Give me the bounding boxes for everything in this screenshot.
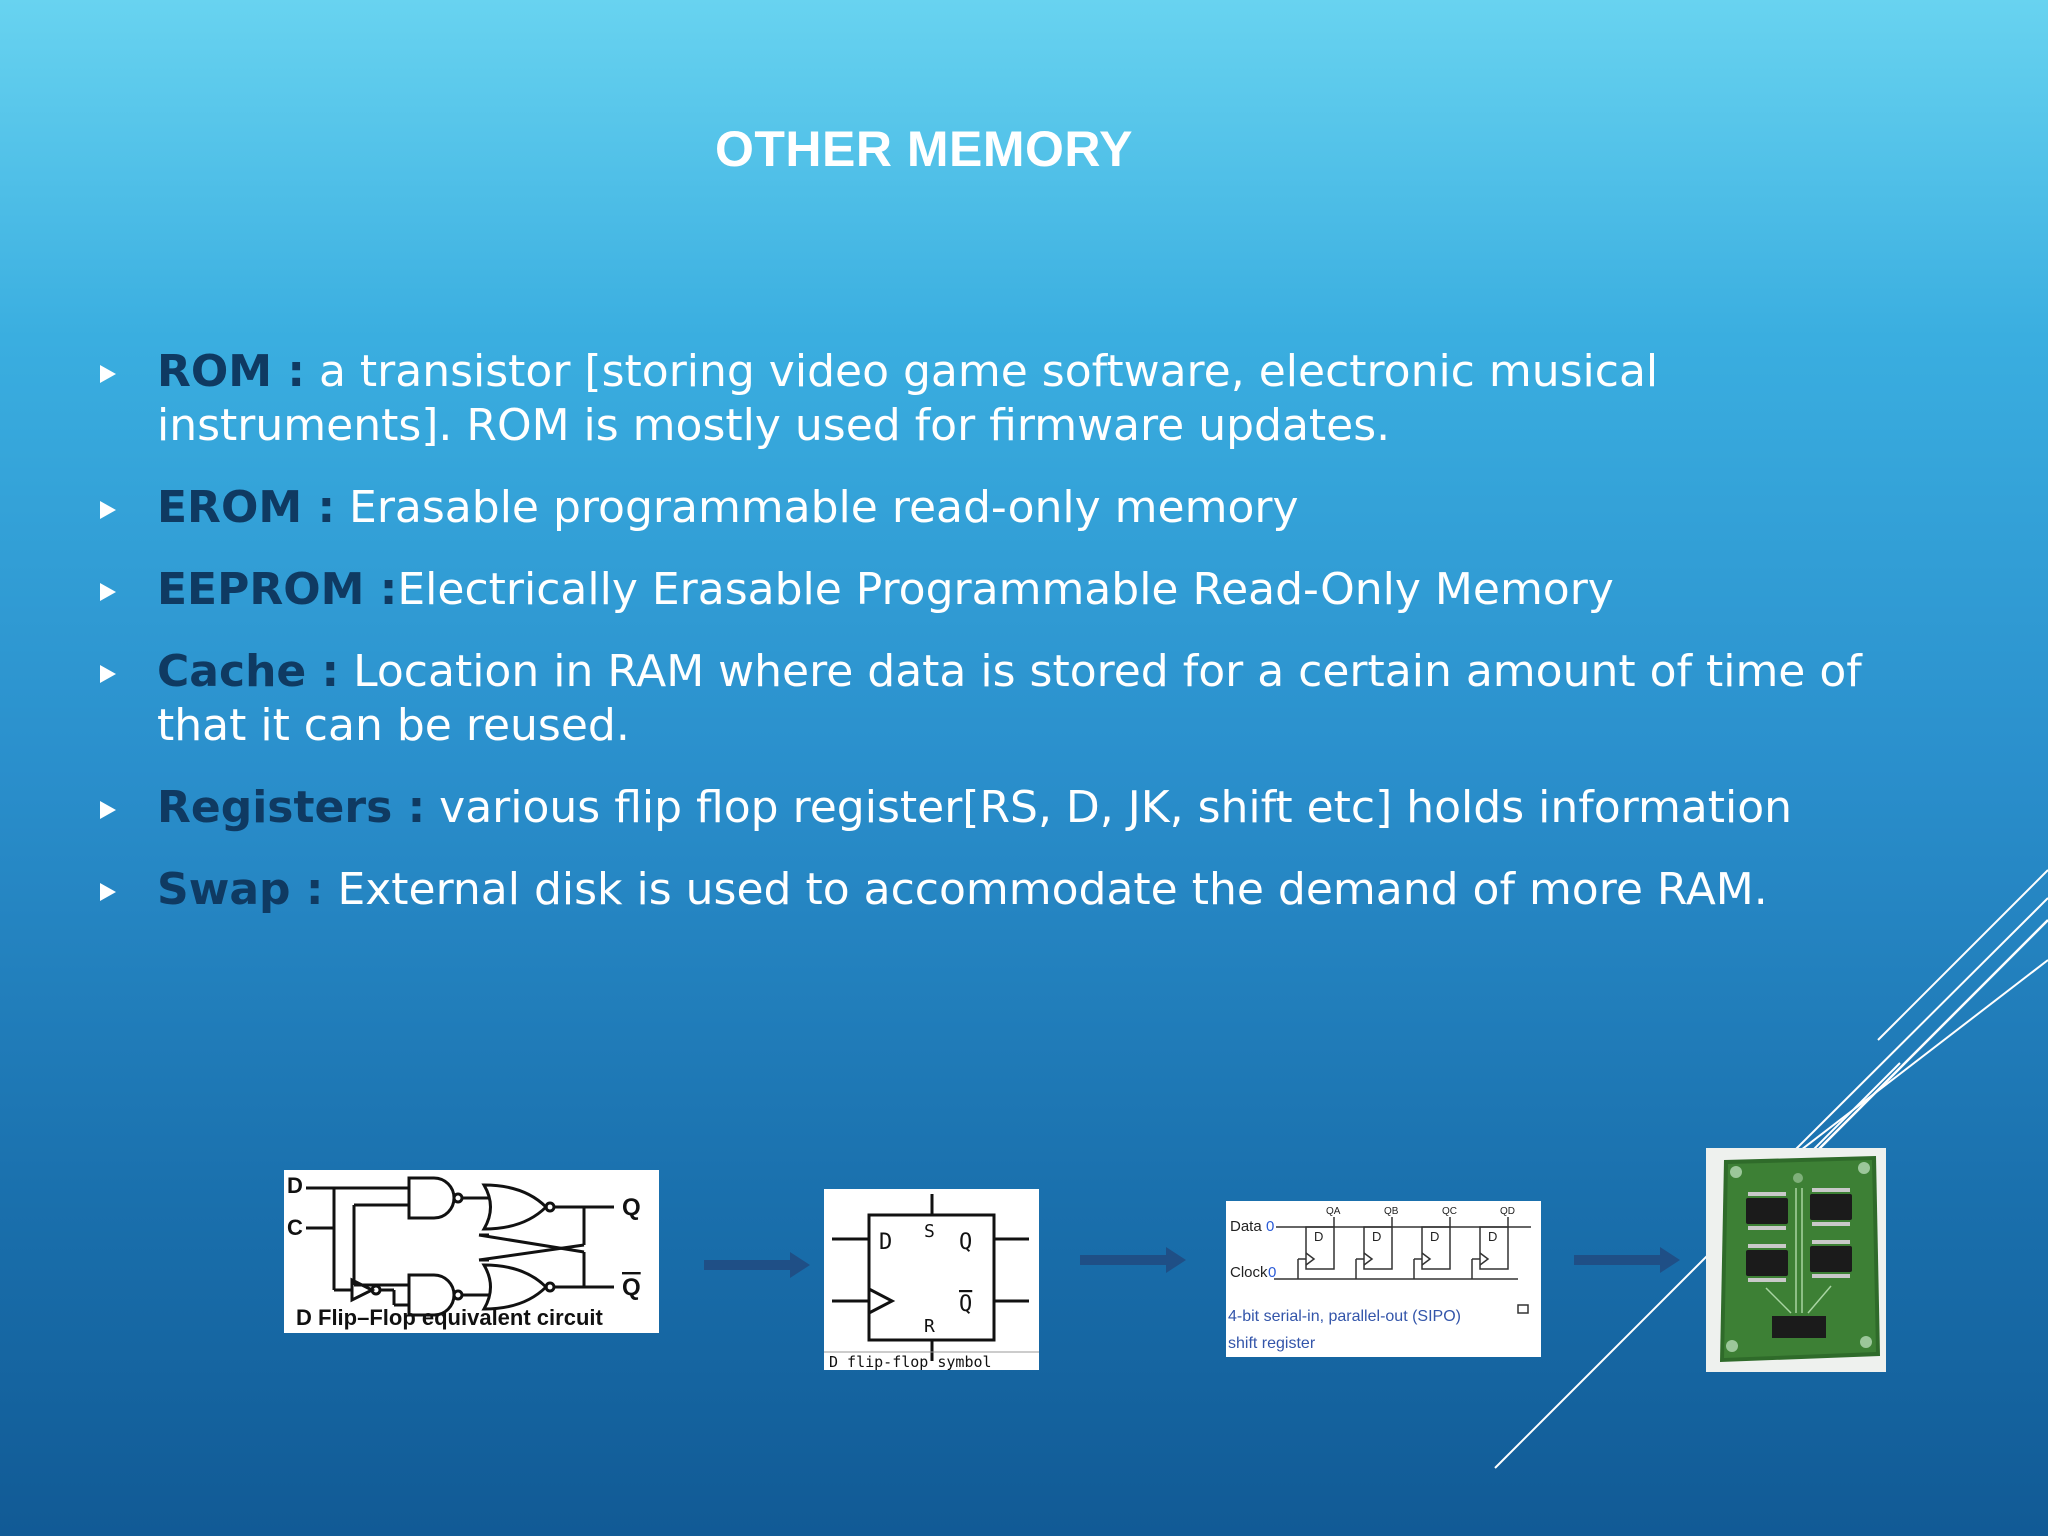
flow-arrow-icon (704, 1252, 810, 1278)
circuit-output-qbar: Q (622, 1274, 641, 1301)
figure-shift-register: Data 0 Clock 0 D D D D QA QB QC QD 4-bit… (1226, 1201, 1541, 1357)
circuit-output-q: Q (622, 1194, 641, 1221)
bullet-cache: Cache : Location in RAM where data is st… (95, 645, 1885, 753)
sipo-cell-label: D (1488, 1229, 1497, 1244)
symbol-pin-q: Q (959, 1230, 972, 1255)
bullet-term: Swap : (157, 864, 324, 915)
symbol-pin-d: D (879, 1230, 892, 1255)
bullet-text: External disk is used to accommodate the… (323, 864, 1768, 915)
figure-dff-symbol: D S Q R Q D flip-flop symbol (824, 1189, 1039, 1370)
bullet-arrow-icon (100, 665, 116, 683)
bullet-registers: Registers : various flip flop register[R… (95, 781, 1885, 835)
symbol-pin-s: S (924, 1221, 935, 1242)
bullet-list: ROM : a transistor [storing video game s… (95, 345, 1885, 945)
symbol-pin-qbar: Q (959, 1292, 972, 1317)
bullet-arrow-icon (100, 501, 116, 519)
symbol-pin-r: R (924, 1316, 935, 1337)
sipo-output-qa: QA (1326, 1206, 1341, 1217)
sipo-caption-line1: 4-bit serial-in, parallel-out (SIPO) (1228, 1308, 1461, 1325)
flow-arrow-icon (1080, 1247, 1186, 1273)
bullet-term: EROM : (157, 482, 336, 533)
slide-title: OTHER MEMORY (714, 121, 1134, 177)
sipo-clock-zero: 0 (1268, 1264, 1276, 1281)
figure-dff-circuit: D C Q Q D Flip–Flop equivalent circuit (284, 1170, 659, 1333)
bullet-arrow-icon (100, 365, 116, 383)
bullet-text: a transistor [storing video game softwar… (157, 346, 1659, 451)
bullet-text: Electrically Erasable Programmable Read-… (397, 564, 1614, 615)
flow-arrow-icon (1574, 1247, 1680, 1273)
figure-circuit-board (1706, 1148, 1886, 1372)
bullet-term: ROM : (157, 346, 305, 397)
circuit-board-icon (1720, 1156, 1880, 1362)
sipo-cell-label: D (1430, 1229, 1439, 1244)
bullet-term: EEPROM : (157, 564, 398, 615)
sipo-cell-label: D (1372, 1229, 1381, 1244)
sipo-output-qc: QC (1442, 1206, 1457, 1217)
symbol-caption: D flip-flop symbol (829, 1353, 992, 1370)
bullet-text: Location in RAM where data is stored for… (157, 646, 1862, 751)
bullet-text: various flip flop register[RS, D, JK, sh… (425, 782, 1793, 833)
bullet-term: Cache : (157, 646, 340, 697)
sipo-caption-line2: shift register (1228, 1335, 1316, 1352)
bullet-erom: EROM : Erasable programmable read-only m… (95, 481, 1885, 535)
sipo-data-zero: 0 (1266, 1218, 1274, 1235)
sipo-output-qb: QB (1384, 1206, 1399, 1217)
bullet-eeprom: EEPROM :Electrically Erasable Programmab… (95, 563, 1885, 617)
sipo-output-qd: QD (1500, 1206, 1515, 1217)
sipo-clock-label: Clock (1230, 1264, 1268, 1281)
circuit-input-c: C (287, 1215, 303, 1240)
bullet-term: Registers : (157, 782, 426, 833)
bullet-swap: Swap : External disk is used to accommod… (95, 863, 1885, 917)
sipo-cell-label: D (1314, 1229, 1323, 1244)
bullet-arrow-icon (100, 801, 116, 819)
bullet-rom: ROM : a transistor [storing video game s… (95, 345, 1885, 453)
sipo-data-label: Data (1230, 1218, 1262, 1235)
circuit-input-d: D (287, 1173, 303, 1198)
bullet-arrow-icon (100, 883, 116, 901)
bullet-arrow-icon (100, 583, 116, 601)
bullet-text: Erasable programmable read-only memory (335, 482, 1299, 533)
circuit-caption: D Flip–Flop equivalent circuit (296, 1305, 603, 1330)
